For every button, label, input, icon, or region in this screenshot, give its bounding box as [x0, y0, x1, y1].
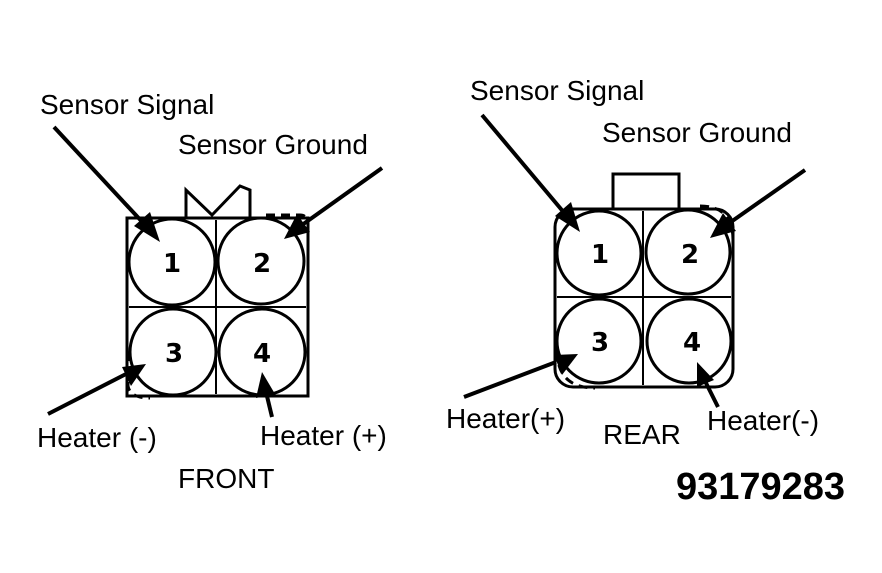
front-ground-leader: [300, 166, 384, 227]
rear-pin-1-contact: [555, 209, 643, 297]
rear-heater-right-arrowhead: [697, 362, 714, 387]
rear-heater-left-leader: [463, 360, 557, 399]
front-heater-left-arrowhead: [122, 364, 146, 386]
rear-sensor-signal-label: Sensor Signal: [470, 75, 644, 106]
front-housing: [125, 216, 310, 398]
rear-pin-3-label: 3: [591, 328, 609, 358]
rear-pin-4-label: 4: [683, 328, 701, 358]
front-heater-right-leader: [264, 391, 274, 418]
front-signal-arrowhead: [134, 212, 160, 242]
front-heater-left-leader: [47, 372, 127, 416]
front-sensor-signal-label: Sensor Signal: [40, 89, 214, 120]
front-pin-4-label: 4: [253, 339, 271, 369]
rear-pin-1-label: 1: [591, 240, 609, 270]
front-heater-right-arrowhead: [256, 372, 275, 398]
rear-heater-left-arrowhead: [554, 354, 578, 375]
rear-heater-right-leader: [703, 380, 720, 408]
rear-sensor-ground-label: Sensor Ground: [602, 117, 792, 148]
front-pin-1-contact: [127, 217, 217, 307]
front-heater-right-label: Heater (+): [260, 420, 387, 451]
rear-pin-3-contact: [555, 297, 643, 385]
rear-latch-tab: [611, 172, 681, 211]
front-caption: FRONT: [178, 463, 274, 494]
rear-caption: REAR: [603, 419, 681, 450]
rear-connector: 1 2 3 4 Sensor Signal Sensor Ground Heat…: [446, 75, 819, 450]
front-latch-tab: [184, 184, 252, 218]
front-pin-3-label: 3: [165, 339, 183, 369]
front-ground-arrowhead: [284, 214, 310, 239]
rear-signal-leader: [480, 113, 568, 217]
rear-heater-right-label: Heater(-): [707, 405, 819, 436]
rear-heater-left-label: Heater(+): [446, 403, 565, 434]
rear-pin-2-contact: [644, 208, 732, 296]
front-pin-2-label: 2: [253, 249, 271, 279]
front-signal-leader: [52, 125, 148, 228]
rear-pin-4-contact: [645, 297, 733, 385]
rear-ground-leader: [726, 168, 807, 226]
front-pin-1-label: 1: [163, 249, 181, 279]
rear-dashed-outline-top-right: [699, 204, 735, 241]
front-pin-2-contact: [216, 216, 306, 306]
front-heater-left-label: Heater (-): [37, 422, 157, 453]
front-pin-3-contact: [128, 307, 218, 397]
rear-housing: [553, 207, 735, 389]
rear-signal-arrowhead: [555, 202, 580, 232]
figure-number: 93179283: [676, 466, 845, 508]
front-connector: 1 2 3 4 Sensor Signal Sensor Ground Heat…: [37, 89, 387, 494]
rear-ground-arrowhead: [710, 213, 736, 238]
front-dashed-outline-bottom-left: [126, 352, 151, 400]
rear-pin-2-label: 2: [681, 240, 699, 270]
front-dashed-outline-top-right: [266, 213, 310, 250]
front-sensor-ground-label: Sensor Ground: [178, 129, 368, 160]
